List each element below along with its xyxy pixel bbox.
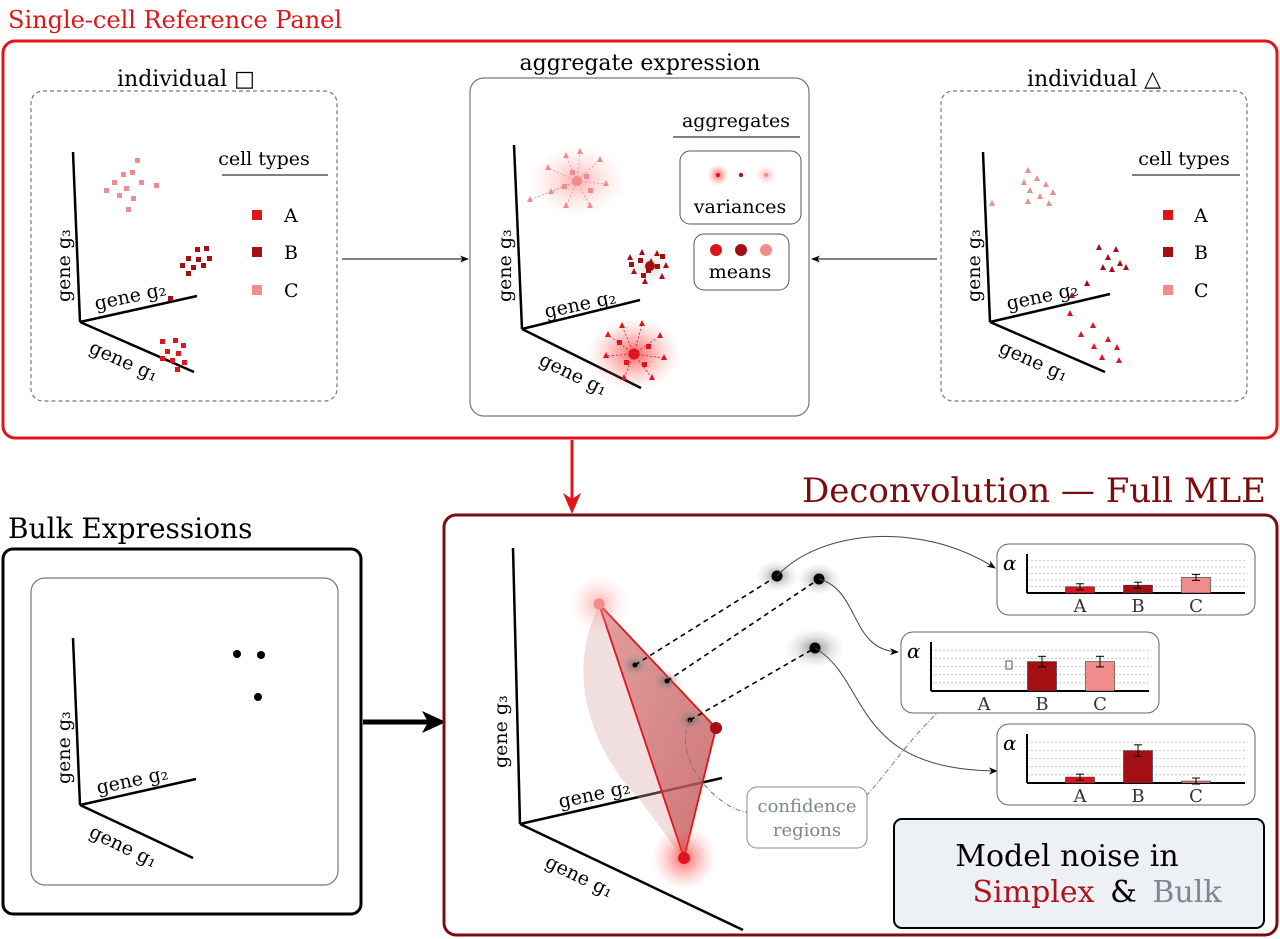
individual-square-frame	[30, 90, 338, 402]
legend-swatch-A	[1163, 210, 1173, 220]
confidence-line2: regions	[773, 820, 841, 841]
noise-simplex-word: Simplex	[972, 875, 1094, 910]
individual-square-axis-g2: gene g₂	[92, 278, 168, 315]
individual-triangle-frame	[940, 90, 1248, 402]
simplex-vertex-B	[710, 722, 722, 734]
curved-arrows	[776, 535, 998, 775]
noise-amp: &	[1110, 875, 1137, 910]
simplex-vertex-C	[593, 598, 605, 610]
legend-label-A: A	[1193, 205, 1208, 227]
means-label: means	[709, 261, 772, 283]
alpha-tick-C: C	[1189, 596, 1203, 617]
legend-label-A: A	[283, 205, 298, 227]
individual-triangle-axes	[981, 151, 1111, 374]
legend-swatch-C	[1163, 285, 1173, 295]
noise-line2: Simplex & Bulk	[972, 875, 1222, 910]
aggregate-frame	[469, 77, 810, 417]
noise-box	[893, 818, 1265, 929]
individual-square-title: individual □	[117, 67, 255, 92]
reference-panel-title: Single-cell Reference Panel	[8, 6, 342, 34]
alpha-chart-1: αA B C	[996, 543, 1256, 617]
individual-triangle-legend-title: cell types	[1138, 148, 1230, 170]
aggregates-legend-title: aggregates	[682, 110, 790, 132]
aggregate-axis-g2: gene g₂	[542, 286, 618, 323]
individual-square-axis-g3: gene g₃	[53, 229, 75, 302]
legend-swatch-C	[252, 285, 262, 295]
legend-swatch-A	[252, 210, 262, 220]
noise-line1: Model noise in	[955, 839, 1178, 874]
projection-dashed-lines	[634, 575, 820, 721]
alpha-chart-2: αA B C	[900, 631, 1160, 715]
individual-square-cluster-B	[168, 246, 212, 301]
individual-square-axes	[71, 151, 198, 374]
individual-triangle-axis-g1: gene g₁	[996, 336, 1071, 386]
alpha-bar-A	[1005, 660, 1013, 670]
individual-square-axis-g1: gene g₁	[86, 336, 161, 386]
deconvolution-frame	[442, 513, 1279, 937]
bulk-points	[233, 650, 265, 701]
aggregate-title: aggregate expression	[520, 51, 761, 76]
alpha-tick-A: A	[1073, 786, 1088, 807]
confidence-regions-box	[746, 786, 868, 849]
individual-square-legend: cell types A B C	[218, 148, 328, 302]
aggregates-legend: aggregates variances means	[673, 110, 802, 291]
aggregate-B-points	[627, 249, 669, 284]
simplex-vertex-A	[678, 852, 690, 864]
individual-triangle-cluster-A	[1067, 310, 1122, 363]
individual-triangle-axis-g3: gene g₃	[963, 229, 985, 302]
means-box	[693, 233, 790, 291]
legend-swatch-B	[252, 247, 262, 257]
alpha-label: α	[1003, 551, 1017, 575]
deconvolution-bulk-points	[755, 560, 845, 668]
legend-label-B: B	[284, 242, 298, 264]
deconvolution-axis-g3: gene g₃	[490, 695, 512, 768]
individual-triangle-cluster-C	[989, 167, 1056, 206]
bulk-axes	[71, 637, 197, 860]
legend-swatch-B	[1163, 247, 1173, 257]
legend-label-C: C	[284, 280, 299, 302]
alpha-label: α	[907, 639, 921, 663]
aggregate-axis-g3: gene g₃	[494, 229, 516, 302]
confidence-connector-left	[684, 719, 748, 813]
alpha-chart-3: αA B C	[996, 723, 1256, 807]
noise-bulk-word: Bulk	[1152, 875, 1222, 910]
individual-triangle-title: individual △	[1027, 67, 1161, 92]
alpha-tick-B: B	[1131, 786, 1144, 807]
individual-square-cluster-A	[160, 338, 187, 372]
deconvolution-title: Deconvolution — Full MLE	[802, 471, 1266, 511]
alpha-chart-frame	[996, 543, 1256, 616]
aggregate-A-points	[603, 320, 667, 380]
alpha-tick-A: A	[977, 694, 992, 715]
variances-label: variances	[693, 196, 786, 218]
alpha-tick-C: C	[1093, 694, 1107, 715]
alpha-tick-B: B	[1035, 694, 1048, 715]
arrow-bulk-to-deconvolution-head	[422, 711, 446, 733]
alpha-tick-B: B	[1131, 596, 1144, 617]
alpha-tick-A: A	[1073, 596, 1088, 617]
bulk-axis-g1: gene g₁	[86, 821, 161, 873]
legend-label-B: B	[1194, 242, 1208, 264]
aggregate-C-points	[527, 148, 609, 208]
bulk-axis-g3: gene g₃	[53, 711, 75, 784]
bulk-title: Bulk Expressions	[8, 512, 253, 545]
reference-panel-frame	[1, 39, 1279, 440]
individual-square-cluster-C	[104, 158, 159, 212]
deconvolution-axis-g1: gene g₁	[542, 851, 617, 903]
legend-label-C: C	[1194, 280, 1209, 302]
confidence-line1: confidence	[757, 796, 856, 817]
individual-triangle-cluster-B	[1069, 244, 1129, 298]
alpha-tick-C: C	[1189, 786, 1203, 807]
bulk-frame	[1, 547, 363, 916]
individual-triangle-legend: cell types A B C	[1132, 148, 1240, 302]
individual-square-legend-title: cell types	[218, 148, 310, 170]
variances-box	[679, 150, 802, 225]
arrow-reference-to-deconvolution-head	[563, 493, 581, 514]
alpha-label: α	[1003, 731, 1017, 755]
bulk-inner-frame	[30, 577, 339, 886]
